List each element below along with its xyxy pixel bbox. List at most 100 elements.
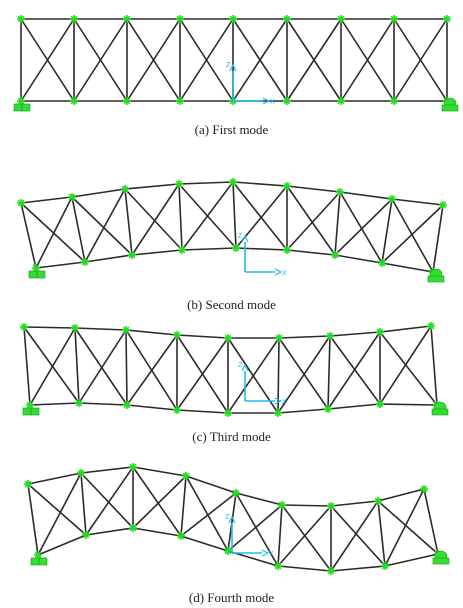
svg-text:Z: Z — [238, 362, 243, 369]
diagonal-member — [379, 331, 438, 406]
top-chord-member — [80, 466, 134, 474]
bottom-chord-member — [29, 402, 80, 406]
node-marker-icon — [70, 15, 78, 23]
node-marker-icon — [443, 15, 451, 23]
top-chord-member — [235, 492, 283, 506]
node-marker-icon — [26, 401, 34, 409]
bottom-chord-member — [181, 247, 237, 251]
node-marker-icon — [224, 334, 232, 342]
diagonal-member — [27, 483, 87, 536]
diagonal-member — [132, 466, 182, 537]
top-chord-member — [27, 472, 82, 485]
roller-support-icon — [432, 550, 450, 565]
node-marker-icon — [68, 193, 76, 201]
vertical-member — [178, 183, 183, 251]
vertical-member — [232, 181, 237, 249]
bottom-chord-member — [277, 408, 329, 414]
node-marker-icon — [390, 97, 398, 105]
top-chord-member — [71, 188, 126, 198]
diagonal-member — [330, 500, 379, 572]
diagonal-member — [20, 18, 75, 102]
bottom-chord-member — [176, 409, 229, 414]
node-marker-icon — [32, 264, 40, 272]
top-chord-member — [329, 331, 381, 337]
diagonal-member — [391, 198, 434, 273]
diagonal-member — [384, 488, 425, 567]
node-marker-icon — [20, 323, 28, 331]
diagonal-member — [29, 327, 76, 406]
diagonal-member — [232, 18, 288, 102]
top-chord-member — [278, 335, 331, 339]
pinned-support-icon — [30, 557, 48, 566]
svg-text:X: X — [282, 270, 287, 277]
svg-text:Z: Z — [226, 62, 231, 69]
bottom-chord-member — [85, 527, 134, 536]
top-chord-member — [132, 466, 187, 477]
top-chord-member — [232, 181, 288, 187]
top-chord-member — [339, 191, 393, 200]
node-marker-icon — [123, 97, 131, 105]
vertical-member — [277, 504, 283, 567]
diagonal-member — [381, 204, 444, 264]
diagonal-member — [227, 337, 280, 414]
node-marker-icon — [274, 562, 282, 570]
diagonal-member — [185, 475, 229, 552]
diagonal-member — [330, 505, 386, 567]
vertical-member — [334, 191, 341, 256]
bottom-chord-member — [381, 262, 434, 273]
node-marker-icon — [378, 259, 386, 267]
diagonal-member — [126, 334, 178, 406]
bottom-chord-member — [277, 565, 332, 572]
node-marker-icon — [173, 406, 181, 414]
bottom-chord-member — [131, 249, 183, 256]
node-marker-icon — [178, 246, 186, 254]
node-marker-icon — [337, 15, 345, 23]
diagonal-member — [23, 326, 80, 404]
node-marker-icon — [129, 524, 137, 532]
top-chord-member — [124, 183, 180, 190]
vertical-member — [80, 472, 87, 536]
diagonal-member — [179, 18, 234, 102]
node-marker-icon — [326, 332, 334, 340]
diagonal-member — [379, 325, 432, 405]
svg-text:Z: Z — [238, 233, 243, 240]
vertical-member — [180, 475, 187, 537]
node-marker-icon — [283, 97, 291, 105]
node-marker-icon — [229, 178, 237, 186]
bottom-chord-member — [235, 247, 288, 251]
svg-text:X: X — [282, 399, 287, 406]
diagonal-member — [78, 329, 127, 404]
diagonal-member — [232, 181, 288, 251]
caption-first-mode: (a) First mode — [194, 122, 269, 137]
top-chord-member — [281, 504, 332, 507]
bottom-chord-member — [384, 553, 439, 567]
vertical-member — [20, 202, 37, 269]
vertical-member — [423, 488, 439, 555]
vertical-member — [23, 326, 31, 406]
diagonal-member — [286, 18, 342, 102]
top-chord-member — [23, 326, 76, 329]
node-marker-icon — [232, 244, 240, 252]
node-marker-icon — [77, 469, 85, 477]
diagonal-member — [181, 181, 234, 251]
vertical-member — [277, 337, 280, 414]
vertical-member — [327, 335, 331, 410]
diagonal-member — [176, 337, 229, 411]
truss-third-mode — [20, 322, 441, 417]
truss-first-mode — [17, 15, 451, 105]
coordinate-axes-icon: XZ — [226, 62, 275, 106]
node-marker-icon — [123, 401, 131, 409]
node-marker-icon — [224, 547, 232, 555]
bottom-chord-member — [379, 403, 438, 406]
bottom-chord-member — [132, 527, 182, 537]
node-marker-icon — [129, 463, 137, 471]
caption-third-mode: (c) Third mode — [192, 429, 271, 444]
diagonal-member — [277, 335, 331, 414]
diagonal-member — [286, 185, 336, 256]
bottom-chord-member — [78, 402, 128, 406]
diagonal-member — [286, 191, 341, 251]
node-marker-icon — [34, 551, 42, 559]
roller-support-icon — [427, 268, 445, 283]
node-marker-icon — [376, 400, 384, 408]
